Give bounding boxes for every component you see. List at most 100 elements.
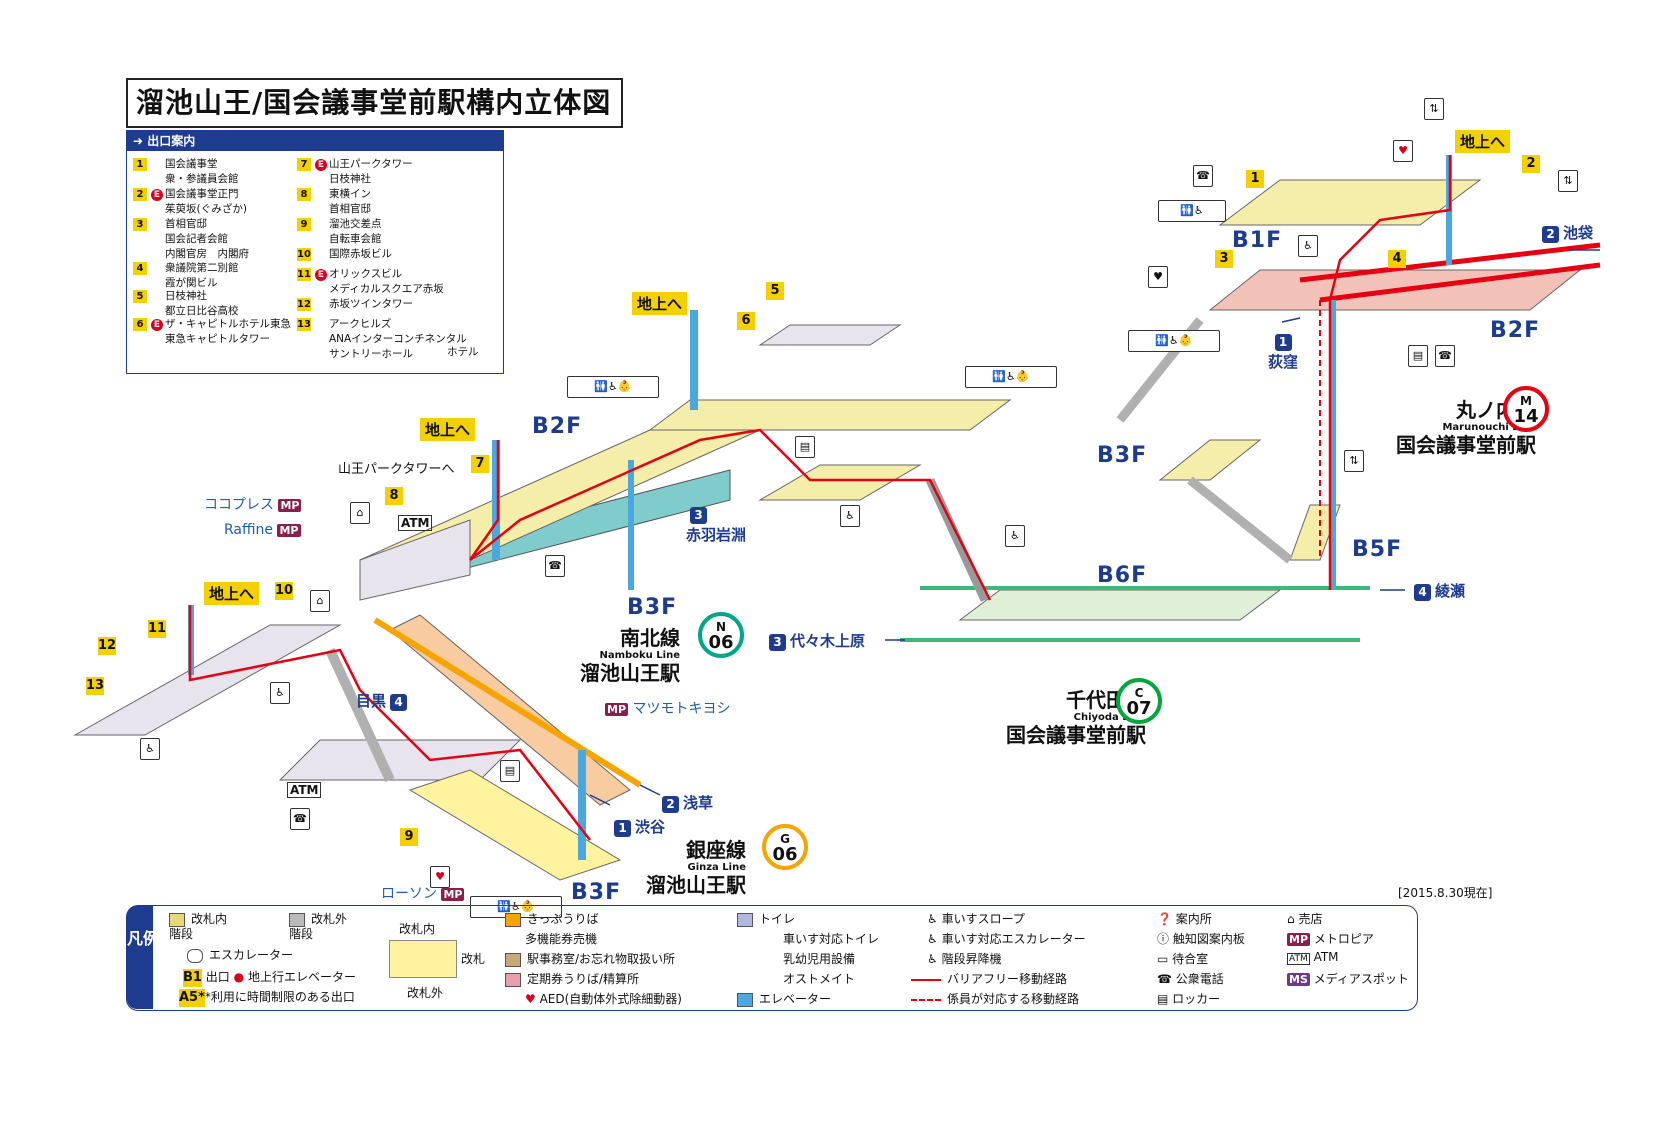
exit-number-13: 13 [86,677,105,695]
exit-number-badge: 6 [133,318,147,331]
exit-number-6: 6 [737,312,755,330]
lawson-label: ローソン MP [381,886,465,902]
legend-metropia: MP メトロピア [1287,932,1374,946]
elevator-icon: ⇅ [1424,98,1444,120]
wheelchair-escalator-icon: ♿ [1005,525,1025,547]
elevator-exit-icon: E [151,319,163,331]
exit-entry-text: 国会議事堂 衆・参議員会館 [165,158,239,185]
exit-number-badge: 10 [297,248,311,261]
exit-number-badge: 4 [133,262,147,275]
exit-entry-text: 衆議院第二別館 霞が関ビル [165,262,239,289]
legend-escalator: エスカレーター [187,946,293,963]
barrier-free-route-left [188,605,591,841]
legend-phone: ☎ 公衆電話 [1157,972,1224,986]
wheelchair-slope-icon: ♿ [140,738,160,760]
floor-label-b6f: B6F [1097,563,1148,588]
floor-label-b5f: B5F [1352,537,1403,562]
exit-guide-header: ➜ 出口案内 [127,131,503,151]
matsumoto-label: MP マツモトキヨシ [605,701,731,717]
to-ground-label-7: 地上へ [420,418,476,441]
exit-number-4: 4 [1388,250,1406,268]
locker-icon-legend: ▤ [1157,992,1173,1006]
legend-multi-ticket: 多機能券売機 [525,932,598,946]
elevator-shaft-ginza [578,750,586,860]
exit-entry-text: 日枝神社 都立日比谷高校 [165,290,239,317]
wheelchair-icon: ♿ [927,932,942,946]
atm-icon-legend: ATM [1287,953,1310,965]
barrier-free-route-marunouchi [1328,155,1452,590]
b2f-upper-concourse [648,399,1012,431]
exit-number-badge: 8 [297,188,311,201]
date-note: [2015.8.30現在] [1398,886,1493,900]
floor-label-b2f-left: B2F [532,414,583,439]
shop-icon-2: ⌂ [310,590,330,612]
wheelchair-icon: ♿ [927,912,942,926]
b3f-ginza-lower [408,769,622,881]
legend-stair-lift: ♿ 階段昇降機 [927,952,1002,966]
exit-number-7: 7 [471,455,489,473]
wheelchair-slope-icon-3: ♿ [840,505,860,527]
exit-entry-text: ホテル [447,346,479,358]
aed-icon-legend: ♥ [525,992,540,1006]
atm-icon: ATM [398,515,433,531]
elevator-shaft-chiyoda [1330,300,1336,590]
exit-number-badge: 12 [297,298,311,311]
legend-wc-escalator: ♿ 車いす対応エスカレーター [927,932,1086,946]
metropia-icon: MP [277,524,301,537]
exit-number-11: 11 [148,620,167,638]
exit-number-badge: 2 [133,188,147,201]
exit11-13-deck [73,624,342,736]
sanno-park-tower-label: 山王パークタワーへ [338,462,455,477]
locker-icon: ▤ [795,436,815,458]
legend-side-text: 凡例 [127,929,160,948]
exit-number-3: 3 [1215,250,1233,268]
exit-number-badge: 1 [133,158,147,171]
legend-baby: 乳幼児用設備 [783,952,856,966]
legend-side-label: 凡例 [127,906,160,1009]
wheelchair-toilet-icon: 🚻♿ [1158,200,1226,222]
to-ground-label-11: 地上へ [204,582,260,605]
barrier-free-route-b2f [468,428,992,601]
legend-ticket: きっぷうりば [505,910,599,927]
cocopless-label: ココプレス MP [204,497,302,513]
legend-stairs-out: 改札外 階段 [289,912,348,941]
chiyoda-platform [958,589,1282,621]
exit-entry: 1 国会議事堂 衆・参議員会館 [133,157,239,185]
phone-icon-3: ☎ [290,808,310,830]
wheelchair-slope-icon-4: ♿ [1298,235,1318,257]
b2f-concourse-left [359,519,471,601]
legend-waiting: ▭ 待合室 [1157,952,1209,966]
floor-label-b3f-mid: B3F [627,595,678,620]
ginza-line [373,617,642,788]
legend-ostomate: オストメイト [783,972,856,986]
exit-number-12: 12 [98,637,117,655]
exit-entry-text: オリックスビル メディカルスクエア赤坂 [329,268,444,295]
legend-exit: B1 出口 ● 地上行エレベーター [183,969,356,987]
legend-locker: ▤ ロッカー [1157,992,1221,1006]
legend-wheelchair-toilet: 車いす対応トイレ [783,932,880,946]
arrow-asakusa [639,784,661,796]
exit-number-8: 8 [385,487,403,505]
wheelchair-icon: ♿ [927,952,942,966]
legend-slope: ♿ 車いすスロープ [927,912,1025,926]
metropia-icon: MP [278,499,302,512]
shop-icon-legend: ⌂ [1287,912,1299,926]
legend-elevator: エレベーター [737,990,831,1007]
